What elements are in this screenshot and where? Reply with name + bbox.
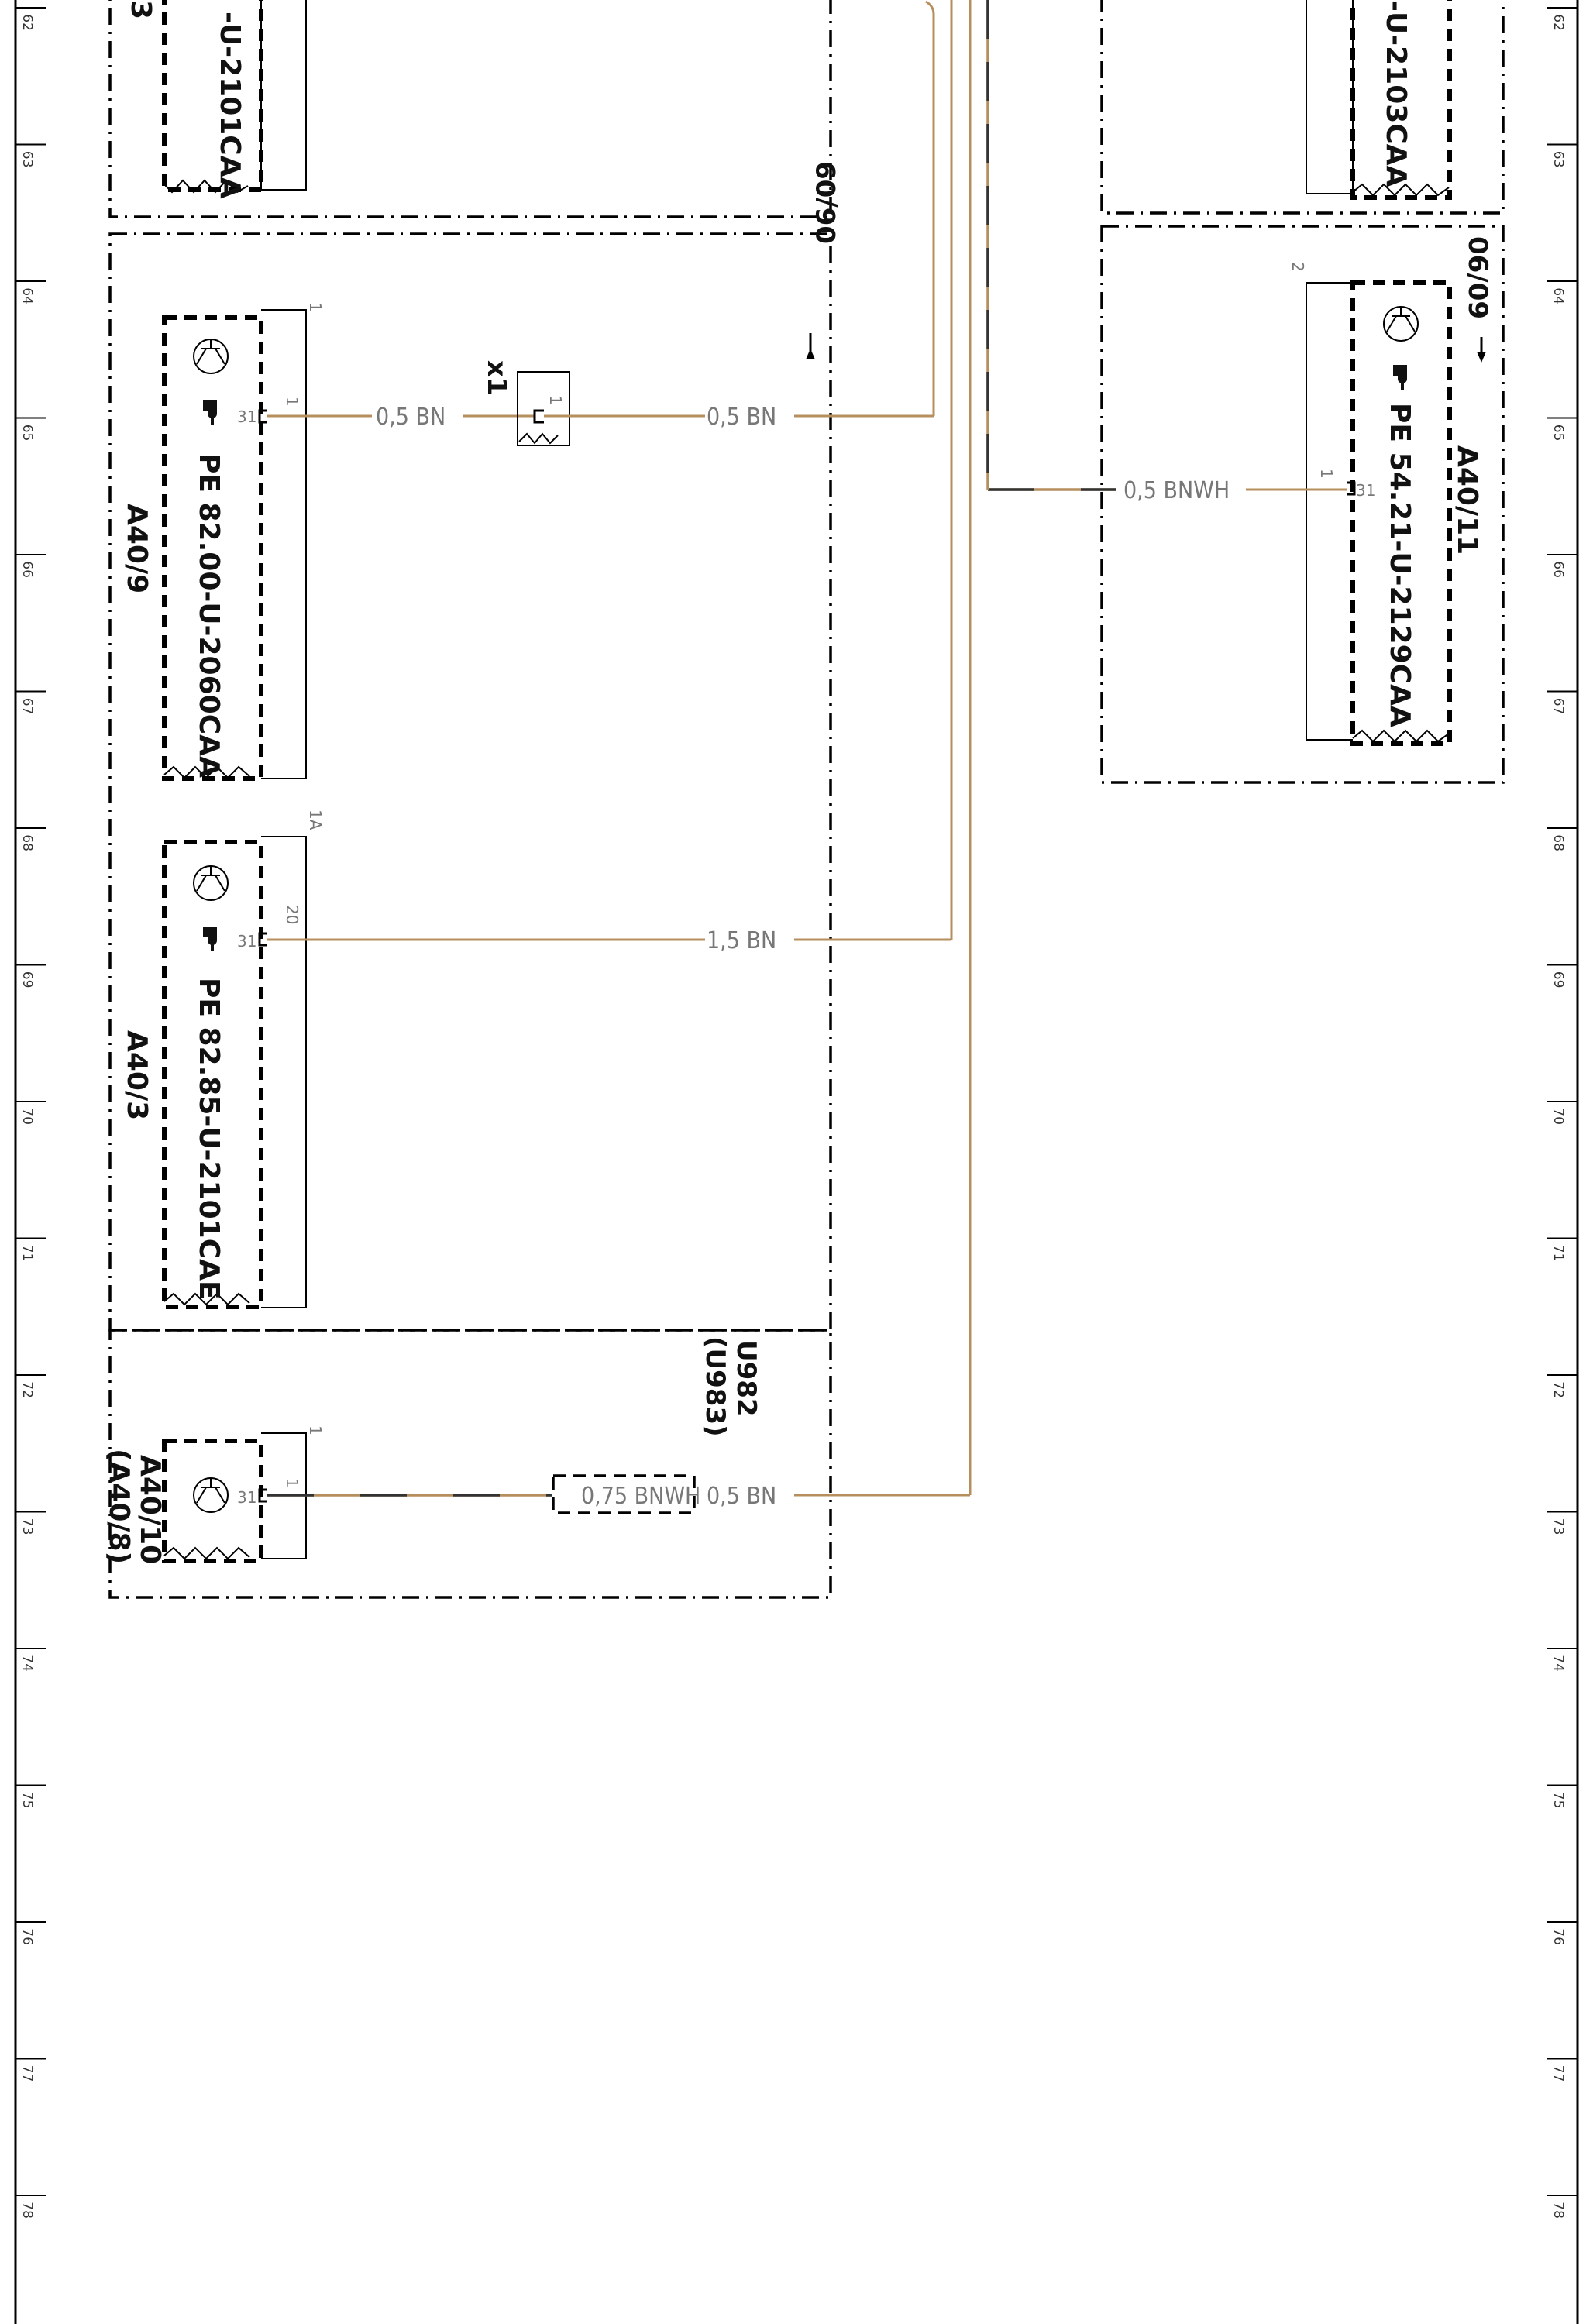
- row-number-right: 74: [1550, 1655, 1566, 1672]
- row-number-left: 71: [19, 1245, 35, 1262]
- a40-9-id: A40/9: [121, 504, 153, 593]
- a40-3-wire-label: 1,5 BN: [707, 927, 776, 954]
- row-number-left: 74: [19, 1655, 35, 1672]
- a40-9-ref: 06/09: [811, 161, 842, 244]
- component-a40-11: 2 PE 54.21-U-2129CAA A40/11 31 1 0,5 BNW…: [986, 0, 1493, 746]
- row-number-right: 69: [1550, 971, 1566, 988]
- row-number-left: 78: [19, 2202, 35, 2219]
- row-number-right: 71: [1550, 1245, 1566, 1262]
- a40-10-alt-id: (A40/8): [103, 1449, 135, 1564]
- hand-pointer-icon: [203, 400, 217, 425]
- a40-11-wire-label: 0,5 BNWH: [1123, 477, 1230, 504]
- arrow-icon: [806, 349, 815, 359]
- row-number-left: 64: [19, 287, 35, 304]
- a40-11-ref: 06/09: [1462, 236, 1493, 319]
- a40-10-wire-label-2: 0,5 BN: [707, 1483, 776, 1510]
- transistor-icon: [193, 339, 229, 374]
- a40-9-pin-in: 1: [283, 397, 301, 407]
- component-a40-3: 1A PE 82.85-U-2101CAE A40/3 31 20 1,5 BN: [121, 0, 953, 1309]
- row-number-right: 64: [1550, 287, 1566, 304]
- row-number-left: 75: [19, 1792, 35, 1809]
- component-a40-10: 1 A40/10 (A40/8) 31 1 0,75 BNWH 0,5 BN U…: [103, 0, 972, 1564]
- a40-9-wire-label-out: 0,5 BN: [707, 404, 776, 431]
- a40-9-wire-label: 0,5 BN: [376, 404, 446, 431]
- right-top-component: -U-2103CAA: [1100, 0, 1505, 215]
- connector-x1-name: x1: [481, 360, 512, 396]
- a40-9-pin: 31: [237, 407, 256, 426]
- a40-10-variant-alt: (U983): [700, 1336, 731, 1437]
- a40-10-wire-label-1: 0,75 BNWH: [581, 1483, 700, 1510]
- hand-pointer-icon: [203, 927, 217, 951]
- a40-3-pin-in: 20: [283, 905, 301, 924]
- row-number-left: 65: [19, 425, 35, 442]
- row-number-left: 77: [19, 2065, 35, 2082]
- row-number-left: 73: [19, 1518, 35, 1535]
- row-number-left: 62: [19, 14, 35, 31]
- a40-11-id: A40/11: [1451, 445, 1483, 555]
- a40-9-corner-pin: 1: [306, 302, 325, 312]
- right-top-partno: -U-2103CAA: [1380, 0, 1412, 187]
- row-number-right: 62: [1550, 14, 1566, 31]
- connector-x1: x1 1: [481, 360, 570, 446]
- a40-10-corner-pin: 1: [306, 1425, 325, 1435]
- row-number-right: 67: [1550, 698, 1566, 715]
- a40-3-partno: PE 82.85-U-2101CAE: [193, 978, 225, 1300]
- row-number-right: 70: [1550, 1108, 1566, 1125]
- row-number-left: 67: [19, 698, 35, 715]
- a40-10-pin: 31: [237, 1488, 256, 1507]
- row-number-right: 78: [1550, 2202, 1566, 2219]
- a40-11-corner-pin: 2: [1289, 262, 1307, 272]
- row-number-right: 76: [1550, 1928, 1566, 1945]
- a40-10-id: A40/10: [134, 1455, 166, 1564]
- left-top-component: -U-2101CAA 3: [108, 0, 832, 218]
- a40-11-partno: PE 54.21-U-2129CAA: [1384, 403, 1416, 727]
- row-number-right: 63: [1550, 151, 1566, 168]
- row-number-left: 63: [19, 151, 35, 168]
- row-number-right: 66: [1550, 561, 1566, 578]
- group-box-a40-9-a40-3: [108, 232, 832, 1332]
- hand-pointer-icon: [1393, 365, 1407, 390]
- component-a40-9: 1 PE 82.00-U-2060CAA A40/9 31 1 0,5 BN: [121, 0, 935, 781]
- row-number-right: 68: [1550, 834, 1566, 851]
- page-frame: 62 62 63 63 64 64 65 65 66 66 67 67 68 68 69 69 70 70 71 71…: [14, 0, 1579, 2324]
- row-number-right: 72: [1550, 1381, 1566, 1398]
- a40-3-pin: 31: [237, 932, 256, 951]
- a40-10-variant: U982: [731, 1340, 762, 1417]
- a40-10-pin-in: 1: [283, 1478, 301, 1488]
- a40-9-partno: PE 82.00-U-2060CAA: [193, 453, 225, 778]
- row-number-left: 66: [19, 561, 35, 578]
- row-number-right: 77: [1550, 2065, 1566, 2082]
- a40-11-pin-in: 1: [1317, 469, 1336, 479]
- arrow-icon: [1477, 352, 1486, 363]
- connector-x1-pin: 1: [546, 395, 565, 405]
- transistor-icon: [193, 1477, 229, 1513]
- row-number-left: 70: [19, 1108, 35, 1125]
- row-number-right: 75: [1550, 1792, 1566, 1809]
- group-box-a40-11: [1100, 225, 1505, 784]
- group-box-a40-10: [108, 1329, 832, 1599]
- a40-3-id: A40/3: [121, 1030, 153, 1120]
- transistor-icon: [193, 865, 229, 901]
- transistor-icon: [1383, 306, 1419, 342]
- row-number-left: 68: [19, 834, 35, 851]
- row-number-left: 76: [19, 1928, 35, 1945]
- left-top-partno: -U-2101CAA: [214, 12, 246, 199]
- left-top-fragment: 3: [125, 0, 157, 19]
- row-number-right: 73: [1550, 1518, 1566, 1535]
- a40-3-corner-pin: 1A: [306, 810, 325, 830]
- row-number-left: 69: [19, 971, 35, 988]
- row-number-right: 65: [1550, 425, 1566, 442]
- a40-11-pin: 31: [1356, 481, 1375, 500]
- row-number-left: 72: [19, 1381, 35, 1398]
